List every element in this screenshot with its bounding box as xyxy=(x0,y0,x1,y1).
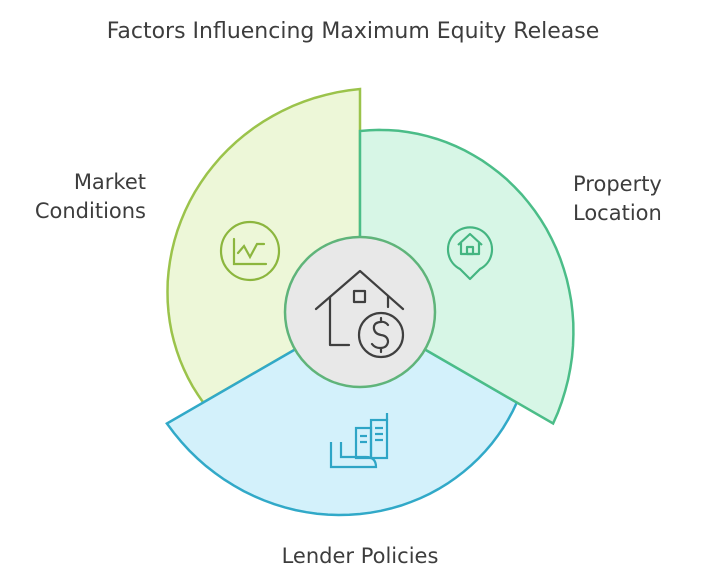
segment-market-conditions xyxy=(166,87,362,405)
label-line: Location xyxy=(573,201,662,225)
diagram-title: Factors Influencing Maximum Equity Relea… xyxy=(106,19,600,44)
label-line: Conditions xyxy=(34,199,146,223)
line-chart-icon xyxy=(219,220,281,282)
label-market-conditions: Market Conditions xyxy=(35,168,146,226)
label-line: Property xyxy=(573,172,662,196)
label-line: Market xyxy=(73,170,146,194)
center-circle xyxy=(283,235,437,389)
label-lender-policies: Lender Policies xyxy=(281,544,439,568)
segment-lender-policies xyxy=(165,348,519,517)
location-house-icon xyxy=(446,226,494,281)
buildings-icon xyxy=(329,413,389,469)
house-dollar-icon xyxy=(314,269,405,359)
label-property-location: Property Location xyxy=(573,170,662,228)
